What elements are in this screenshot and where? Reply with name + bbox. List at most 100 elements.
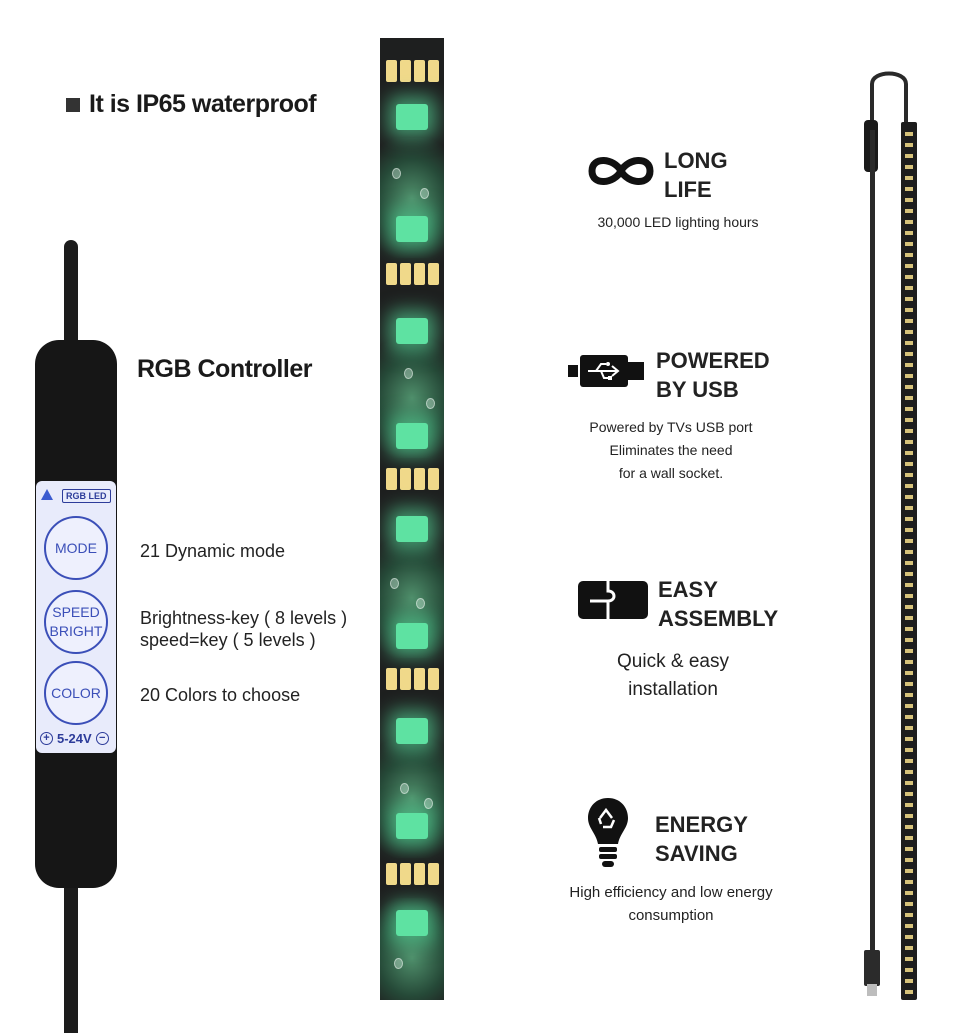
side-led-segment bbox=[905, 550, 913, 554]
speed-bright-button[interactable]: SPEED BRIGHT bbox=[44, 590, 108, 654]
side-led-segment bbox=[905, 462, 913, 466]
water-drop bbox=[390, 578, 399, 589]
feature-title-line2: BY USB bbox=[656, 377, 739, 402]
led-chip bbox=[396, 423, 428, 449]
mode-description: 21 Dynamic mode bbox=[140, 541, 286, 561]
side-led-segment bbox=[905, 451, 913, 455]
eco-bulb-icon bbox=[588, 798, 628, 867]
side-led-segment bbox=[905, 968, 913, 972]
side-led-segment bbox=[905, 143, 913, 147]
side-led-segment bbox=[905, 352, 913, 356]
side-led-segment bbox=[905, 781, 913, 785]
led-chip bbox=[396, 318, 428, 344]
side-led-segment bbox=[905, 880, 913, 884]
solder-pads bbox=[382, 60, 442, 82]
side-led-segment bbox=[905, 132, 913, 136]
cable-loop bbox=[870, 71, 908, 126]
side-led-segment bbox=[905, 506, 913, 510]
feature-sub-line: High efficiency and low energy bbox=[569, 884, 773, 901]
color-button[interactable]: COLOR bbox=[44, 661, 108, 725]
feature-title-line1: POWERED bbox=[656, 348, 770, 373]
water-drop bbox=[394, 958, 403, 969]
side-led-segment bbox=[905, 275, 913, 279]
led-chip bbox=[396, 216, 428, 242]
side-led-segment bbox=[905, 770, 913, 774]
side-led-segment bbox=[905, 264, 913, 268]
led-chip bbox=[396, 718, 428, 744]
side-led-segment bbox=[905, 528, 913, 532]
voltage-text: 5-24V bbox=[57, 731, 92, 746]
usb-cable bbox=[870, 130, 875, 960]
feature-title-line2: ASSEMBLY bbox=[658, 606, 779, 631]
side-led-segment bbox=[905, 935, 913, 939]
led-chip bbox=[396, 910, 428, 936]
side-led-segment bbox=[905, 176, 913, 180]
side-led-segment bbox=[905, 484, 913, 488]
water-drop bbox=[426, 398, 435, 409]
side-led-segment bbox=[905, 473, 913, 477]
controller-panel: RGB LED MODE SPEED BRIGHT COLOR + 5-24V … bbox=[36, 481, 116, 753]
speed-description: speed=key ( 5 levels ) bbox=[140, 630, 316, 650]
side-led-segment bbox=[905, 979, 913, 983]
side-led-segment bbox=[905, 594, 913, 598]
bright-label: BRIGHT bbox=[49, 623, 103, 639]
side-led-segment bbox=[905, 847, 913, 851]
plus-icon: + bbox=[40, 732, 53, 745]
water-drop bbox=[404, 368, 413, 379]
side-led-segment bbox=[905, 726, 913, 730]
side-led-segment bbox=[905, 891, 913, 895]
solder-pads bbox=[382, 863, 442, 885]
side-led-segment bbox=[905, 231, 913, 235]
controller-cable-bottom bbox=[64, 880, 78, 1033]
usb-icon bbox=[568, 355, 644, 387]
led-strip-image bbox=[380, 38, 444, 1000]
solder-pads bbox=[382, 668, 442, 690]
feature-sub-line: installation bbox=[628, 679, 718, 700]
side-led-segment bbox=[905, 759, 913, 763]
side-led-segment bbox=[905, 671, 913, 675]
puzzle-icon bbox=[578, 581, 648, 619]
side-led-segment bbox=[905, 363, 913, 367]
side-led-segment bbox=[905, 649, 913, 653]
side-led-segment bbox=[905, 913, 913, 917]
feature-energy-title: ENERGY SAVING bbox=[655, 810, 748, 868]
feature-long-life-title: LONG LIFE bbox=[664, 146, 728, 204]
mode-button[interactable]: MODE bbox=[44, 516, 108, 580]
led-chip bbox=[396, 516, 428, 542]
speed-label: SPEED bbox=[52, 604, 100, 620]
side-led-segment bbox=[905, 638, 913, 642]
led-chip bbox=[396, 104, 428, 130]
side-led-segment bbox=[905, 242, 913, 246]
infinity-icon bbox=[588, 157, 654, 185]
side-led-segment bbox=[905, 869, 913, 873]
side-led-segment bbox=[905, 539, 913, 543]
side-led-segment bbox=[905, 407, 913, 411]
minus-icon: − bbox=[95, 732, 109, 745]
led-chip bbox=[396, 623, 428, 649]
side-led-segment bbox=[905, 187, 913, 191]
side-led-segment bbox=[905, 165, 913, 169]
led-strip-side bbox=[901, 122, 917, 1000]
feature-sub-line: for a wall socket. bbox=[618, 465, 724, 481]
speed-bright-label: SPEED BRIGHT bbox=[50, 603, 103, 641]
feature-title-line2: LIFE bbox=[664, 177, 712, 202]
side-led-segment bbox=[905, 418, 913, 422]
side-led-segment bbox=[905, 198, 913, 202]
bullet-square-icon bbox=[66, 97, 80, 112]
side-led-segment bbox=[905, 385, 913, 389]
side-led-segment bbox=[905, 286, 913, 290]
side-led-segment bbox=[905, 748, 913, 752]
feature-usb-sub: Powered by TVs USB port Eliminates the n… bbox=[560, 416, 782, 485]
side-led-segment bbox=[905, 605, 913, 609]
feature-long-life-sub: 30,000 LED lighting hours bbox=[590, 211, 766, 234]
color-button-label: COLOR bbox=[51, 684, 101, 701]
feature-assembly-title: EASY ASSEMBLY bbox=[658, 575, 778, 633]
side-led-segment bbox=[905, 715, 913, 719]
side-led-segment bbox=[905, 297, 913, 301]
waterproof-heading: It is IP65 waterproof bbox=[66, 90, 317, 119]
solder-pads bbox=[382, 263, 442, 285]
color-description: 20 Colors to choose bbox=[140, 685, 301, 705]
feature-assembly-sub: Quick & easy installation bbox=[580, 648, 766, 704]
triangle-logo-icon bbox=[41, 489, 53, 500]
side-led-segment bbox=[905, 990, 913, 994]
